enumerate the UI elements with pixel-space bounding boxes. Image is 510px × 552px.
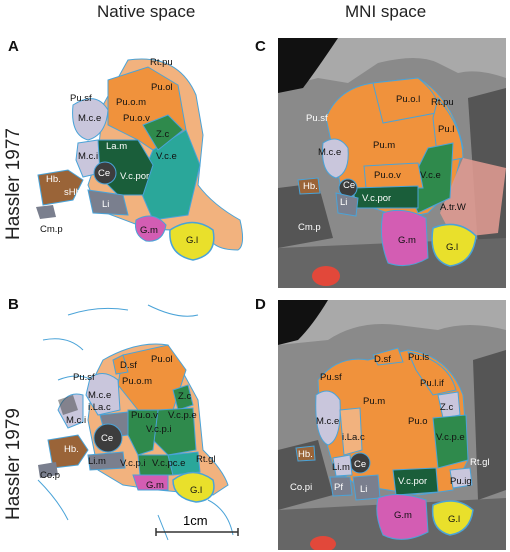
label-pu-sf: Pu.sf <box>306 113 328 124</box>
label-g-l: G.l <box>446 242 458 253</box>
label-v-c-e: V.c.e <box>420 170 441 181</box>
label-g-m: G.m <box>140 225 158 236</box>
label-v-c-p-e: V.c.p.e <box>436 432 465 443</box>
label-pu-ol: Pu.ol <box>151 354 173 365</box>
label-v-c-p-i: V.c.p.i <box>146 424 172 435</box>
panel-d-diagram: D.sf Pu.ls Pu.sf Pu.l.if Pu.m Z.c M.c.e … <box>278 300 506 550</box>
label-v-c-por: V.c.por <box>398 476 427 487</box>
label-pu-o-v: Pu.o.v <box>374 170 401 181</box>
panel-a-labels: Rt.pu Pu.sf Pu.ol Pu.o.m Pu.o.v M.c.e Z.… <box>40 57 198 246</box>
label-m-c-i: M.c.i <box>66 415 86 426</box>
label-z-c: Z.c <box>440 402 453 413</box>
label-pu-sf: Pu.sf <box>73 372 95 383</box>
label-pu-o-m: Pu.o.m <box>122 376 152 387</box>
label-ce: Ce <box>343 180 355 191</box>
label-m-c-e: M.c.e <box>88 390 111 401</box>
panel-letter-d: D <box>255 296 266 313</box>
label-ce: Ce <box>354 459 366 470</box>
label-hb: Hb. <box>64 444 79 455</box>
panel-letter-b: B <box>8 296 19 313</box>
label-pf: Pf <box>334 482 343 493</box>
panel-b-labels: D.sf Pu.ol Pu.sf Pu.o.m M.c.e Z.c i.La.c… <box>40 354 216 496</box>
label-m-c-i: M.c.i <box>78 151 98 162</box>
panel-d-labels: D.sf Pu.ls Pu.sf Pu.l.if Pu.m Z.c M.c.e … <box>290 352 490 525</box>
label-d-sf: D.sf <box>374 354 391 365</box>
label-g-l: G.l <box>190 485 202 496</box>
label-m-c-e: M.c.e <box>316 416 339 427</box>
label-g-m: G.m <box>398 235 416 246</box>
label-pu-m: Pu.m <box>363 396 385 407</box>
label-li: Li <box>102 199 109 210</box>
panel-a-diagram: Rt.pu Pu.sf Pu.ol Pu.o.m Pu.o.v M.c.e Z.… <box>36 57 244 261</box>
label-m-c-e: M.c.e <box>78 113 101 124</box>
label-pu-l: Pu.l <box>438 124 454 135</box>
label-pu-o-m: Pu.o.m <box>116 97 146 108</box>
label-m-c-e: M.c.e <box>318 147 341 158</box>
label-pu-o-v: Pu.o.v <box>131 410 158 421</box>
label-v-c-p-e: V.c.p.e <box>168 410 197 421</box>
row-label-hassler-1979: Hassler 1979 <box>3 408 24 520</box>
label-v-c-e: V.c.e <box>156 151 177 162</box>
label-g-l: G.l <box>186 235 198 246</box>
label-g-l: G.l <box>448 514 460 525</box>
scale-bar-label: 1cm <box>183 513 208 528</box>
label-i-la-c: i.La.c <box>342 432 365 443</box>
panel-c-diagram: Pu.o.l Rt.pu Pu.sf Pu.m Pu.l M.c.e Pu.o.… <box>278 38 506 288</box>
label-hb: Hb. <box>298 449 313 460</box>
label-li-m: Li.m <box>332 462 350 473</box>
label-v-c-por: V.c.por <box>120 171 149 182</box>
label-v-c-p-i-2: V.c.p.i <box>120 458 146 469</box>
label-pu-m: Pu.m <box>373 140 395 151</box>
label-pu-ig: Pu.ig <box>450 476 472 487</box>
label-z-c: Z.c <box>156 129 169 140</box>
label-cm-p: Cm.p <box>298 222 321 233</box>
label-g-m: G.m <box>146 480 164 491</box>
label-hb: Hb. <box>303 181 318 192</box>
label-pu-sf: Pu.sf <box>70 93 92 104</box>
label-g-m: G.m <box>394 510 412 521</box>
label-pu-o-l: Pu.o.l <box>396 94 420 105</box>
label-co-pi: Co.pi <box>290 482 312 493</box>
label-d-sf: D.sf <box>120 360 137 371</box>
header-mni-space: MNI space <box>345 2 427 21</box>
label-v-c-pc-e: V.c.pc.e <box>152 458 185 469</box>
label-pu-l-if: Pu.l.if <box>420 378 444 389</box>
scale-bar: 1cm <box>155 513 239 536</box>
panel-b-diagram: 1cm D.sf Pu.ol Pu.sf Pu.o.m M.c.e Z.c i.… <box>37 304 239 541</box>
label-pu-ol: Pu.ol <box>151 82 173 93</box>
header-native-space: Native space <box>97 2 196 21</box>
label-pu-sf: Pu.sf <box>320 372 342 383</box>
label-v-c-por: V.c.por <box>362 193 391 204</box>
label-li-m: Li.m <box>88 456 106 467</box>
label-la-m: La.m <box>106 141 127 152</box>
label-li: Li <box>340 197 347 208</box>
label-ce: Ce <box>101 433 113 444</box>
panel-letter-c: C <box>255 38 266 55</box>
label-rt-pu: Rt.pu <box>150 57 173 68</box>
row-label-hassler-1977: Hassler 1977 <box>3 128 24 240</box>
label-a-tr-w: A.tr.W <box>440 202 466 213</box>
label-pu-o-v: Pu.o.v <box>123 113 150 124</box>
label-rt-pu: Rt.pu <box>431 97 454 108</box>
label-li: Li <box>360 484 367 495</box>
label-rt-gl: Rt.gl <box>196 454 216 465</box>
label-hb: Hb. <box>46 174 61 185</box>
label-z-c: Z.c <box>178 391 191 402</box>
panel-letter-a: A <box>8 38 19 55</box>
panel-c-labels: Pu.o.l Rt.pu Pu.sf Pu.m Pu.l M.c.e Pu.o.… <box>298 94 466 253</box>
label-shb: sHb <box>64 187 81 198</box>
label-co-p: Co.p <box>40 470 60 481</box>
label-pu-ls: Pu.ls <box>408 352 429 363</box>
label-cm-p: Cm.p <box>40 224 63 235</box>
label-rt-gl: Rt.gl <box>470 457 490 468</box>
label-ce: Ce <box>98 168 110 179</box>
label-pu-o: Pu.o <box>408 416 428 427</box>
label-i-la-c: i.La.c <box>88 402 111 413</box>
